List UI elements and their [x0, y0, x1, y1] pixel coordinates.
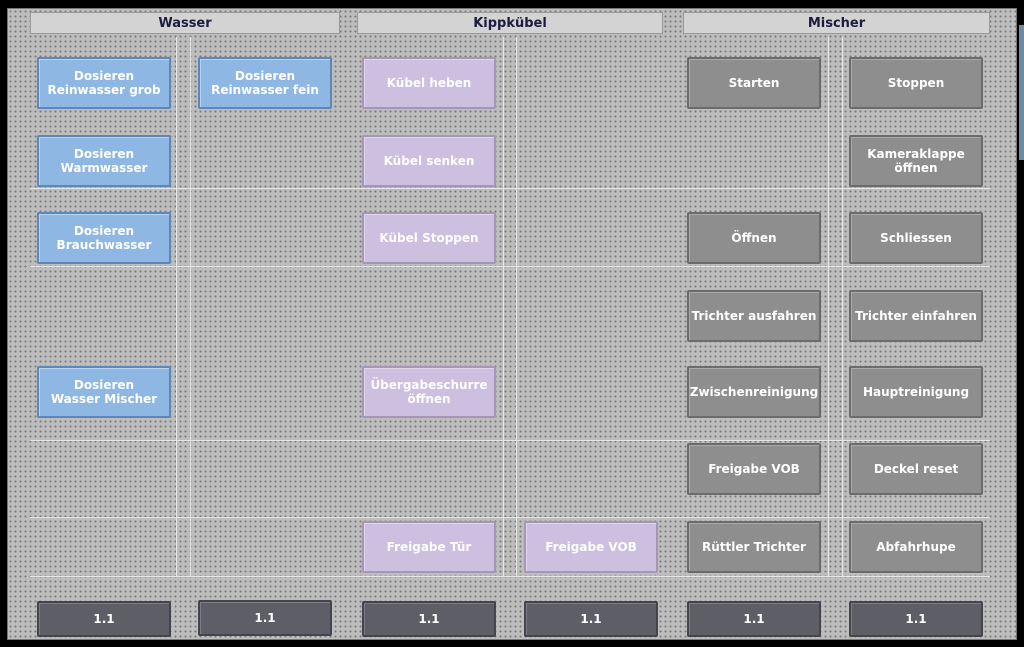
grid-line: [842, 37, 843, 577]
kameraklappe-oeffnen-button[interactable]: Kameraklappe öffnen: [849, 135, 983, 187]
dosieren-wasser-mischer-button[interactable]: Dosieren Wasser Mischer: [37, 366, 171, 418]
header-wasser: Wasser: [30, 12, 340, 34]
control-panel: [7, 8, 1017, 640]
header-kippkuebel: Kippkübel: [357, 12, 663, 34]
header-mischer: Mischer: [683, 12, 990, 34]
footer-button-5[interactable]: 1.1: [687, 601, 821, 637]
deckel-reset-button[interactable]: Deckel reset: [849, 443, 983, 495]
grid-line: [190, 37, 191, 577]
grid-line: [30, 517, 990, 518]
grid-line: [516, 37, 517, 577]
grid-line: [828, 37, 829, 577]
grid-line: [30, 576, 990, 577]
kuebel-stoppen-button[interactable]: Kübel Stoppen: [362, 212, 496, 264]
kuebel-heben-button[interactable]: Kübel heben: [362, 57, 496, 109]
schliessen-button[interactable]: Schliessen: [849, 212, 983, 264]
ruettler-trichter-button[interactable]: Rüttler Trichter: [687, 521, 821, 573]
grid-line: [176, 37, 177, 577]
grid-line: [503, 37, 504, 577]
trichter-einfahren-button[interactable]: Trichter einfahren: [849, 290, 983, 342]
grid-line: [30, 188, 990, 189]
stoppen-button[interactable]: Stoppen: [849, 57, 983, 109]
freigabe-vob-mischer-button[interactable]: Freigabe VOB: [687, 443, 821, 495]
starten-button[interactable]: Starten: [687, 57, 821, 109]
freigabe-tuer-button[interactable]: Freigabe Tür: [362, 521, 496, 573]
trichter-ausfahren-button[interactable]: Trichter ausfahren: [687, 290, 821, 342]
zwischenreinigung-button[interactable]: Zwischenreinigung: [687, 366, 821, 418]
grid-line: [30, 440, 990, 441]
oeffnen-button[interactable]: Öffnen: [687, 212, 821, 264]
footer-button-4[interactable]: 1.1: [524, 601, 658, 637]
dosieren-reinwasser-fein-button[interactable]: Dosieren Reinwasser fein: [198, 57, 332, 109]
abfahrhupe-button[interactable]: Abfahrhupe: [849, 521, 983, 573]
dosieren-reinwasser-grob-button[interactable]: Dosieren Reinwasser grob: [37, 57, 171, 109]
uebergabeschurre-oeffnen-button[interactable]: Übergabeschurre öffnen: [362, 366, 496, 418]
footer-button-6[interactable]: 1.1: [849, 601, 983, 637]
dosieren-brauchwasser-button[interactable]: Dosieren Brauchwasser: [37, 212, 171, 264]
freigabe-vob-kippkuebel-button[interactable]: Freigabe VOB: [524, 521, 658, 573]
footer-button-2[interactable]: 1.1: [198, 600, 332, 636]
grid-line: [30, 266, 990, 267]
adjacent-window-edge: [1019, 25, 1024, 160]
kuebel-senken-button[interactable]: Kübel senken: [362, 135, 496, 187]
footer-button-3[interactable]: 1.1: [362, 601, 496, 637]
hauptreinigung-button[interactable]: Hauptreinigung: [849, 366, 983, 418]
footer-button-1[interactable]: 1.1: [37, 601, 171, 637]
dosieren-warmwasser-button[interactable]: Dosieren Warmwasser: [37, 135, 171, 187]
